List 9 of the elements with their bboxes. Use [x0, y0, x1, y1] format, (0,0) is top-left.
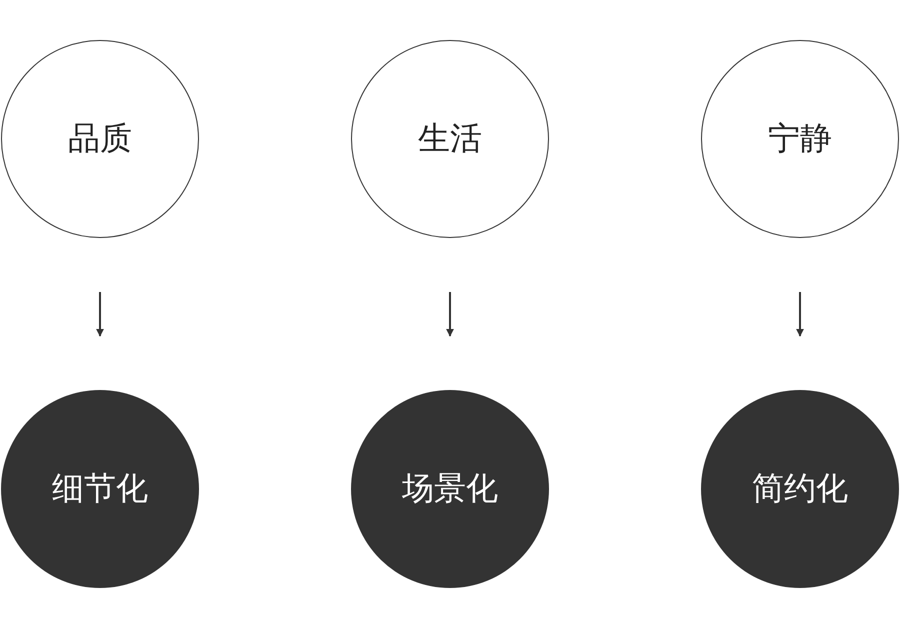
arrow — [446, 292, 454, 337]
node-label: 场景化 — [402, 468, 498, 509]
node-label: 简约化 — [752, 468, 848, 509]
node-label: 品质 — [68, 118, 132, 159]
arrow — [796, 292, 804, 337]
node-label: 宁静 — [768, 118, 832, 159]
arrow — [96, 292, 104, 337]
node-label: 生活 — [418, 118, 482, 159]
node-label: 细节化 — [52, 468, 148, 509]
